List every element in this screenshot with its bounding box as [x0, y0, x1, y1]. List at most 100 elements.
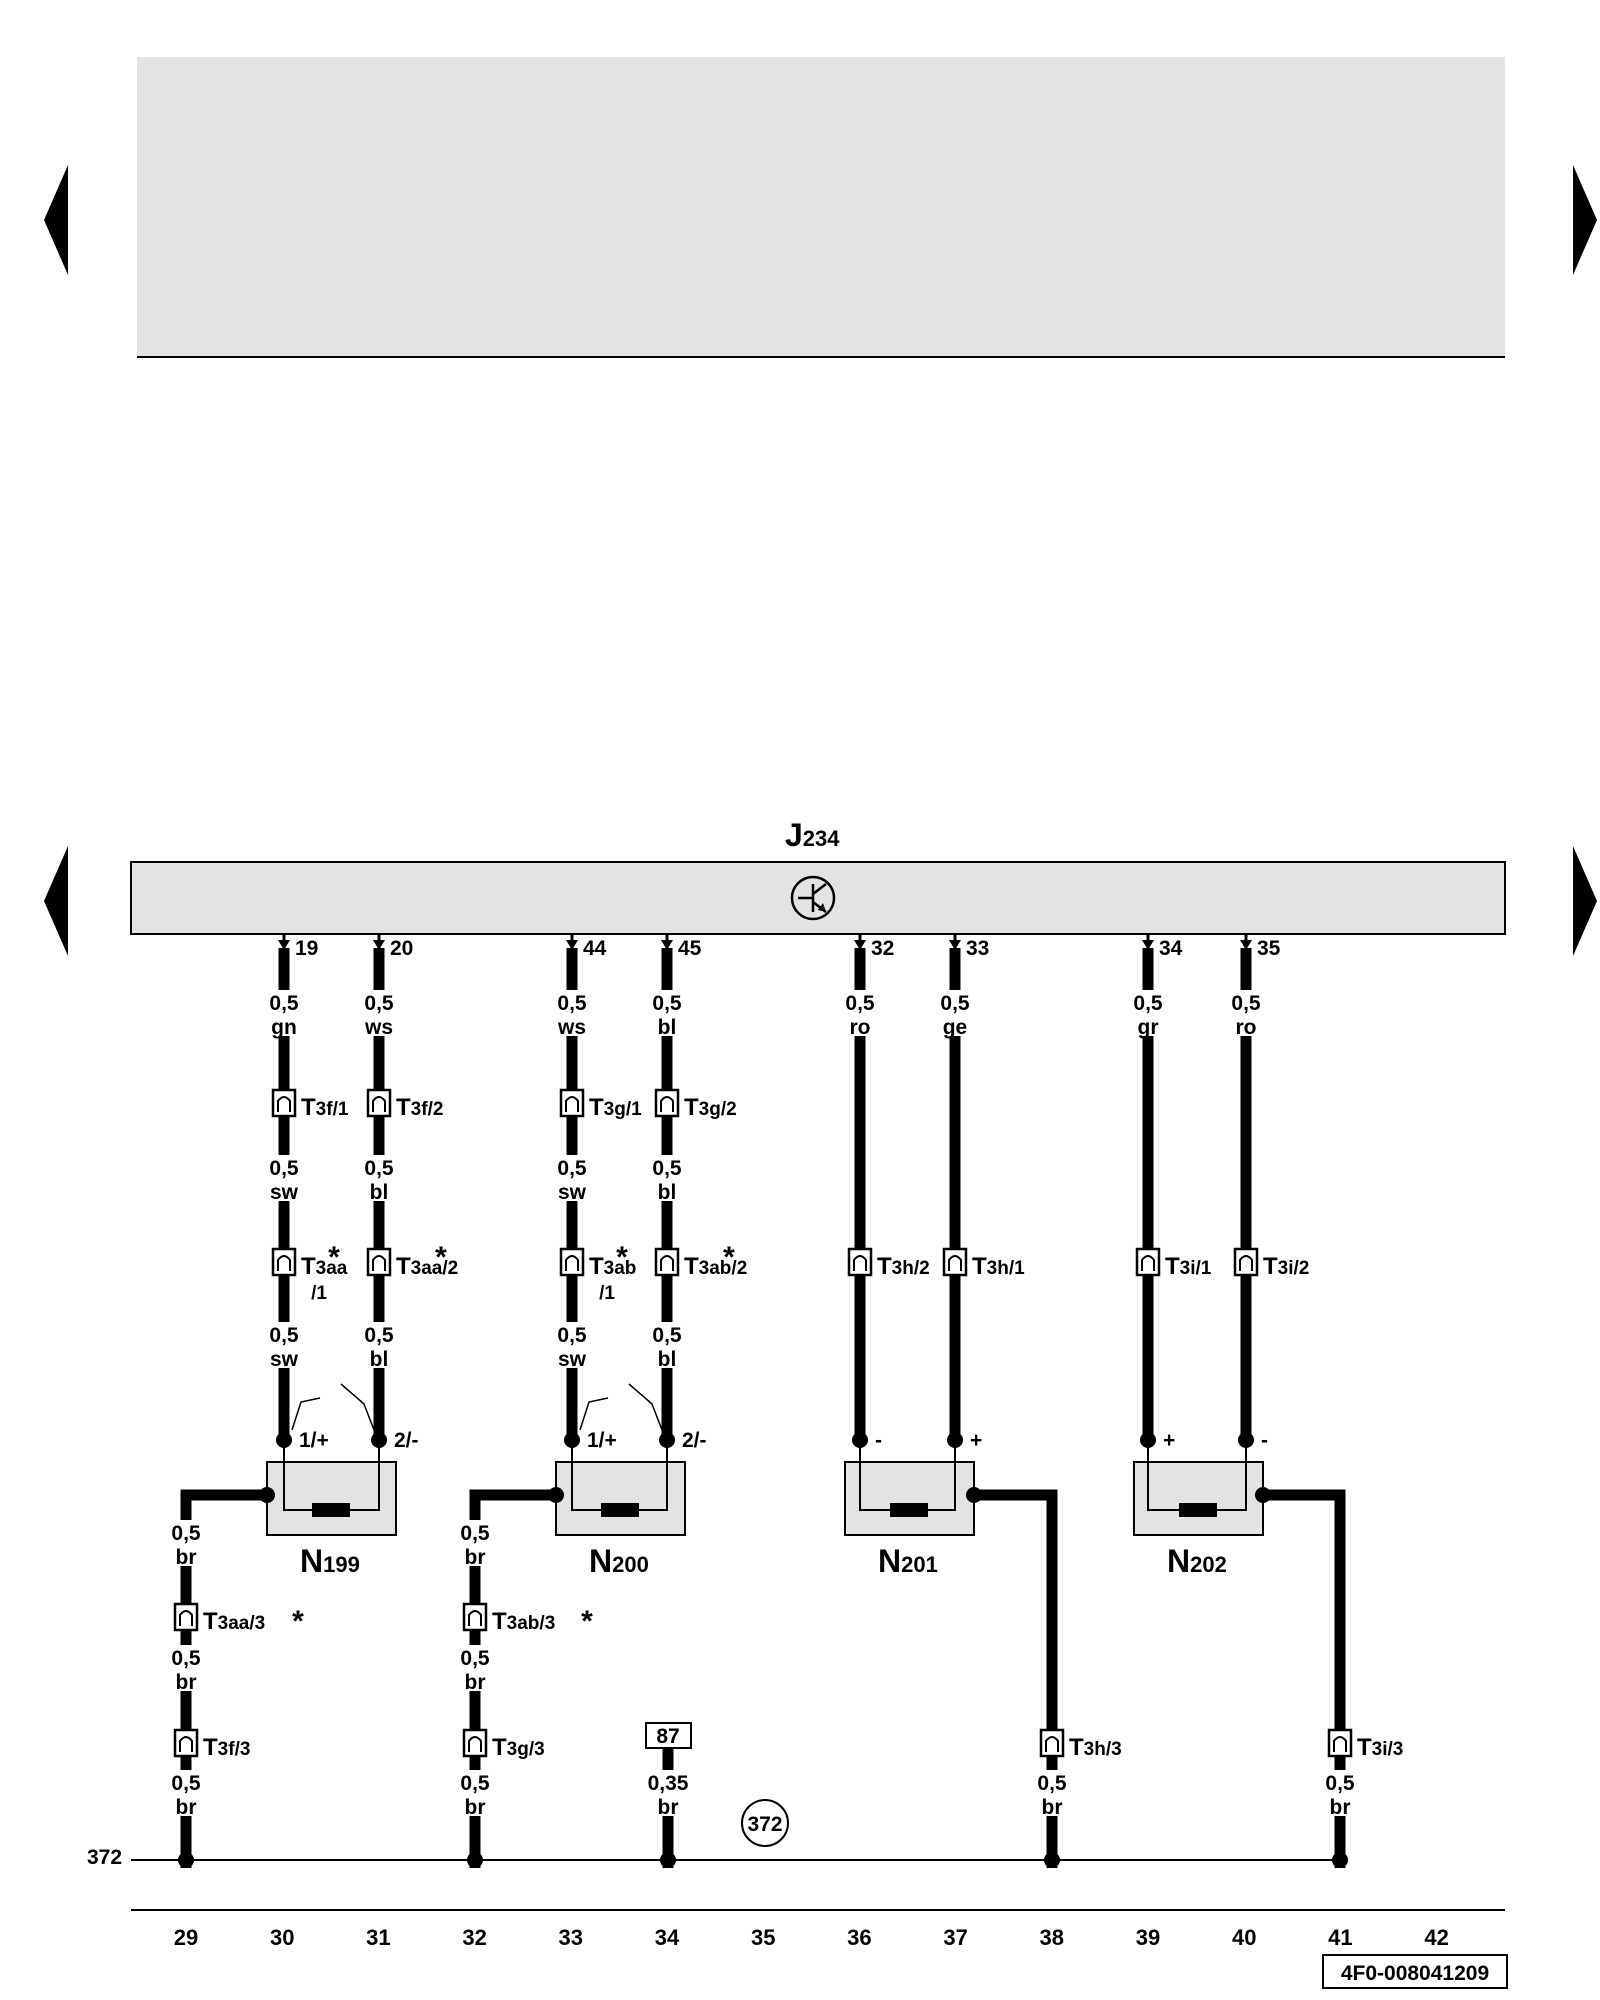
connector-pin-icon: [179, 1610, 193, 1626]
valve-box: [555, 1461, 686, 1536]
valve-left-pin: -: [875, 1429, 882, 1452]
connector-symbol-icon: [1327, 1728, 1353, 1758]
junction-dot: [178, 1852, 194, 1868]
connector-pin-icon: [1045, 1736, 1059, 1752]
wire-label-bg: [453, 1770, 497, 1816]
connector-label: T3aa/3: [203, 1608, 265, 1635]
pin-arrow-icon: [278, 940, 290, 950]
junction-dot: [1044, 1852, 1060, 1868]
pin-arrow-icon: [949, 940, 961, 950]
wire-size: 0,5: [171, 1772, 201, 1795]
wire-label-bg: [1318, 1770, 1362, 1816]
wire-color: gn: [271, 1016, 297, 1039]
wire-color: br: [465, 1671, 486, 1694]
valve-label: N202: [1167, 1543, 1227, 1579]
valve-box: [1133, 1461, 1264, 1536]
wire-size: 0,5: [557, 992, 587, 1015]
pin-arrow-icon: [1240, 940, 1252, 950]
connector-symbol-icon: [1135, 1247, 1161, 1277]
connector-label: T3ab/3: [492, 1608, 555, 1635]
wire-color: br: [1042, 1796, 1063, 1819]
wire-label-bg: [453, 1645, 497, 1691]
connector-symbol-icon: [462, 1728, 488, 1758]
connector-symbol-icon: [1039, 1728, 1065, 1758]
connector-pin-icon: [660, 1255, 674, 1271]
wire-color: bl: [370, 1348, 389, 1371]
connector-label: T3f/2: [396, 1094, 443, 1121]
connector-symbol-icon: [559, 1088, 585, 1118]
wire-label-bg: [550, 990, 594, 1036]
control-unit-box: [130, 861, 1506, 935]
valve-coil-icon: [312, 1503, 350, 1517]
column-number: 41: [1328, 1925, 1352, 1950]
connector-label: T3g/3: [492, 1734, 545, 1761]
doc-id-box: [1322, 1954, 1508, 1989]
connector-symbol-icon: [271, 1247, 297, 1277]
connector-label: T3aa: [301, 1253, 348, 1280]
junction-dot: [1332, 1852, 1348, 1868]
pin-arrow-icon: [661, 940, 673, 950]
valve-label: N199: [300, 1543, 360, 1579]
wire-label-bg: [262, 990, 306, 1036]
ground-line-label: 372: [87, 1846, 122, 1869]
valve-right-pin: +: [970, 1429, 982, 1452]
wire-label-bg: [357, 1155, 401, 1201]
column-number: 34: [655, 1925, 680, 1950]
wire-size: 0,5: [1325, 1772, 1355, 1795]
connector-label: T3g/1: [589, 1094, 642, 1121]
valve-left-pin: +: [1163, 1429, 1175, 1452]
connector-label: T3f/3: [203, 1734, 250, 1761]
connector-label: T3ab: [589, 1253, 636, 1280]
connector-star-mark: *: [292, 1605, 304, 1638]
wire-label-bg: [262, 1155, 306, 1201]
connector-symbol-icon: [654, 1247, 680, 1277]
connector-pin-icon: [565, 1255, 579, 1271]
connector-pin-icon: [277, 1096, 291, 1112]
wire-color: br: [465, 1546, 486, 1569]
wire-color: bl: [370, 1181, 389, 1204]
doc-id: 4F0-008041209: [1341, 1962, 1489, 1985]
wire-size: 0,5: [460, 1647, 490, 1670]
pin-arrow-icon: [566, 940, 578, 950]
column-number: 30: [270, 1925, 294, 1950]
wire-size: 0,5: [364, 1324, 394, 1347]
connector-star-mark: *: [328, 1241, 340, 1274]
pin-arrow-icon: [1142, 940, 1154, 950]
wire-label-bg: [453, 1520, 497, 1566]
wire-color: ro: [1236, 1016, 1257, 1039]
column-number: 37: [943, 1925, 967, 1950]
pin-number: 35: [1257, 937, 1281, 960]
next-page-arrow-icon[interactable]: [1573, 846, 1597, 956]
terminal-dot: [1238, 1432, 1254, 1448]
wire-size: 0,5: [1133, 992, 1163, 1015]
column-number: 35: [751, 1925, 775, 1950]
connector-label: T3i/2: [1263, 1253, 1309, 1280]
wire-size: 0,5: [460, 1522, 490, 1545]
valve-label: N201: [878, 1543, 938, 1579]
wire-color: bl: [658, 1348, 677, 1371]
wire-label-bg: [357, 990, 401, 1036]
column-number: 40: [1232, 1925, 1256, 1950]
junction-dot: [660, 1852, 676, 1868]
wire-label-bg: [645, 1322, 689, 1368]
connector-star-mark: *: [581, 1605, 593, 1638]
next-page-arrow-icon[interactable]: [1573, 165, 1597, 275]
column-number: 38: [1040, 1925, 1064, 1950]
terminal-dot: [1140, 1432, 1156, 1448]
wire-color: ge: [943, 1016, 968, 1039]
wire-label-bg: [164, 1520, 208, 1566]
valve-right-pin: 2/-: [682, 1429, 707, 1452]
wire-size: 0,5: [1231, 992, 1261, 1015]
connector-pin-icon: [179, 1736, 193, 1752]
previous-page-arrow-icon[interactable]: [44, 846, 68, 956]
previous-page-arrow-icon[interactable]: [44, 165, 68, 275]
connector-symbol-icon: [173, 1728, 199, 1758]
wire-color: br: [176, 1796, 197, 1819]
wire-label-bg: [645, 1155, 689, 1201]
wire-size: 0,5: [557, 1157, 587, 1180]
connector-pin-icon: [1239, 1255, 1253, 1271]
connector-label: T3i/3: [1357, 1734, 1403, 1761]
wire-color: br: [658, 1796, 679, 1819]
connector-pin-label: /1: [599, 1283, 615, 1304]
column-number: 32: [462, 1925, 486, 1950]
